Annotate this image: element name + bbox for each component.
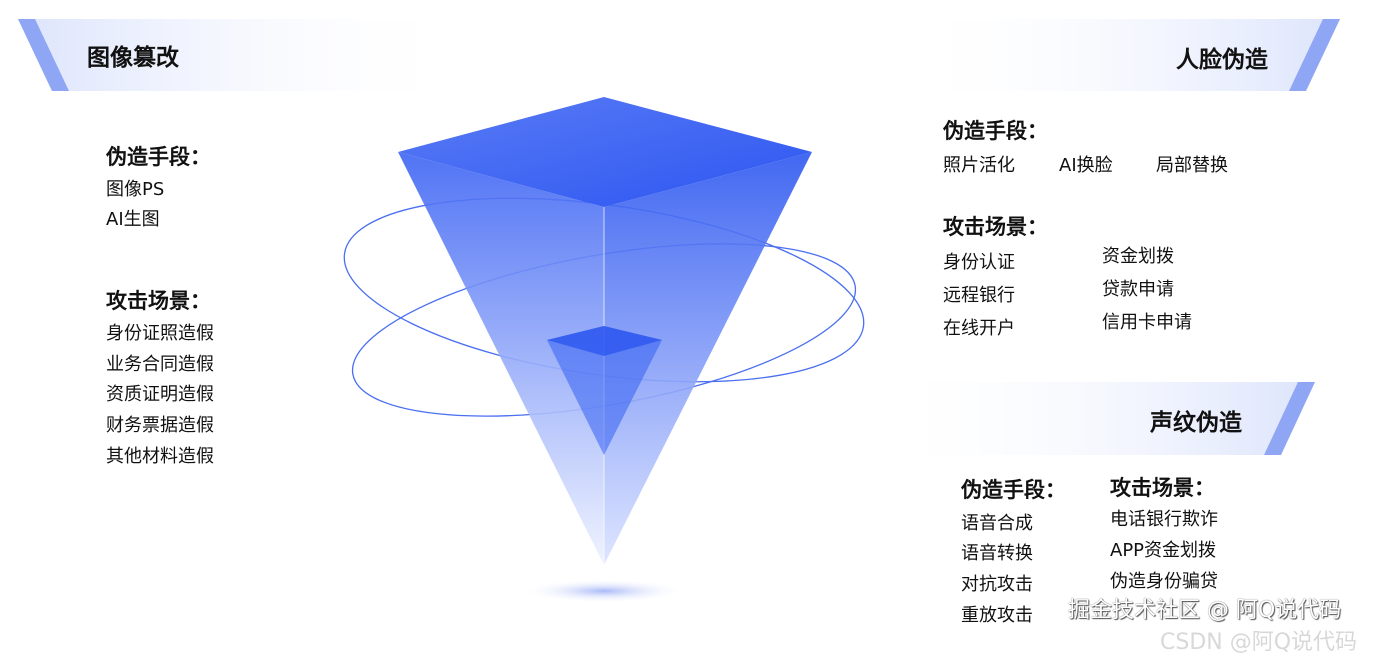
list-item: 其他材料造假 xyxy=(106,446,214,467)
face-forgery-title: 人脸伪造 xyxy=(1176,47,1268,73)
list-item: 重放攻击 xyxy=(961,605,1033,626)
pyramid-right-face xyxy=(604,152,812,565)
list-item: 身份认证 xyxy=(943,252,1015,273)
list-item: 伪造身份骗贷 xyxy=(1110,571,1218,592)
header-bar-voice xyxy=(870,382,1315,455)
shadow xyxy=(522,579,686,603)
pyramid-left-face xyxy=(398,152,604,565)
list-item: 语音转换 xyxy=(961,543,1033,564)
list-item: APP资金划拨 xyxy=(1110,540,1217,561)
header-stripe xyxy=(18,19,69,91)
voice-forgery-title: 声纹伪造 xyxy=(1150,410,1242,436)
header-bar-image xyxy=(18,19,470,91)
list-item: 语音合成 xyxy=(961,513,1033,534)
list-item: 局部替换 xyxy=(1156,155,1228,176)
list-item: 身份证照造假 xyxy=(106,323,214,344)
list-item: 电话银行欺诈 xyxy=(1110,509,1218,530)
csdn-watermark: CSDN @阿Q说代码 xyxy=(1160,630,1358,655)
image-tamper-title: 图像篡改 xyxy=(87,45,179,71)
voice-scenes-heading: 攻击场景： xyxy=(1110,476,1215,500)
voice-methods-heading: 伪造手段： xyxy=(961,478,1066,502)
inner-pyramid xyxy=(547,326,662,455)
face-methods-heading: 伪造手段： xyxy=(943,119,1048,143)
list-item: 在线开户 xyxy=(943,318,1015,339)
list-item: 资质证明造假 xyxy=(106,384,214,405)
list-item: 信用卡申请 xyxy=(1102,312,1192,333)
list-item: 对抗攻击 xyxy=(961,574,1033,595)
list-item: 贷款申请 xyxy=(1102,279,1174,300)
pyramid-top-face xyxy=(398,97,812,207)
header-bar-face xyxy=(900,19,1340,91)
inner-pyramid-top xyxy=(547,326,662,356)
list-item: 照片活化 xyxy=(943,155,1015,176)
left-methods-heading: 伪造手段： xyxy=(106,145,211,169)
list-item: AI换脸 xyxy=(1059,155,1113,176)
list-item: 资金划拨 xyxy=(1102,246,1174,267)
list-item: 财务票据造假 xyxy=(106,415,214,436)
left-scenes-heading: 攻击场景： xyxy=(106,289,211,313)
header-stripe xyxy=(1264,382,1315,455)
face-scenes-heading: 攻击场景： xyxy=(943,215,1048,239)
list-item: 业务合同造假 xyxy=(106,354,214,375)
list-item: AI生图 xyxy=(106,209,160,230)
list-item: 远程银行 xyxy=(943,285,1015,306)
juejin-watermark: 掘金技术社区 @ 阿Q说代码 xyxy=(1068,598,1342,623)
list-item: 图像PS xyxy=(106,179,165,200)
header-stripe xyxy=(1289,19,1340,91)
